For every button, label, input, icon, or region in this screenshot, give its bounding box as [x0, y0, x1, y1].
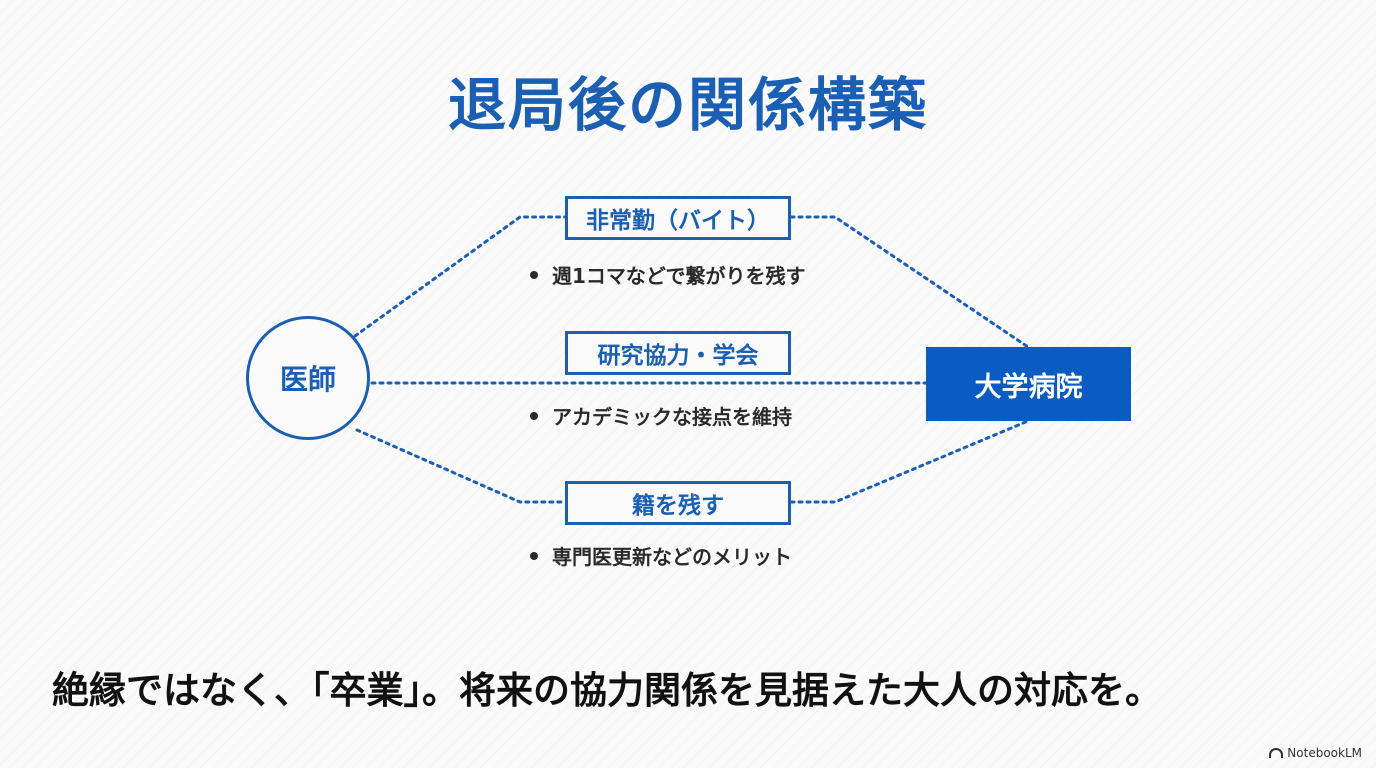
watermark-label: NotebookLM [1287, 746, 1362, 760]
connector-top-right [789, 215, 1030, 349]
notebooklm-logo-icon [1269, 748, 1284, 758]
connector-bottom-left [355, 428, 567, 504]
route-research-note: アカデミックな接点を維持 [530, 401, 792, 430]
notebooklm-watermark: NotebookLM [1269, 746, 1362, 760]
bullet-dot-icon [530, 551, 538, 560]
route-keep-registration-note: 専門医更新などのメリット [530, 541, 792, 570]
university-hospital-node: 大学病院 [926, 347, 1131, 421]
route-research-box: 研究協力・学会 [565, 331, 791, 375]
conclusion-text: 絶縁ではなく、「卒業」。将来の協力関係を見据えた大人の対応を。 [52, 669, 1162, 712]
route-part-time-note: 週1コマなどで繋がりを残す [530, 260, 806, 289]
bullet-dot-icon [530, 411, 538, 420]
connector-top-left [353, 215, 567, 338]
bullet-dot-icon [530, 270, 538, 279]
route-keep-registration-box: 籍を残す [565, 481, 791, 525]
page-title: 退局後の関係構築 [447, 71, 928, 139]
route-note-text: アカデミックな接点を維持 [552, 405, 792, 429]
route-note-text: 週1コマなどで繋がりを残す [552, 264, 806, 288]
connector-bottom-right [789, 419, 1030, 504]
route-part-time-box: 非常勤（バイト） [565, 196, 791, 240]
doctor-node: 医師 [246, 316, 370, 440]
route-note-text: 専門医更新などのメリット [552, 545, 792, 569]
